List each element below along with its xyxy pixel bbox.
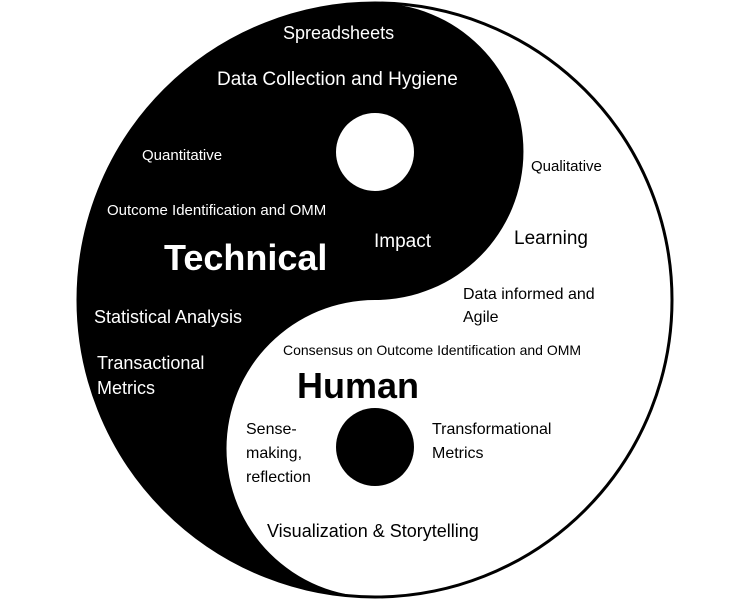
label-transactional-metrics-line1: Transactional <box>97 353 205 373</box>
technical-eye-dot <box>336 113 414 191</box>
label-sense-making-line2: making, <box>246 445 303 462</box>
label-quantitative: Quantitative <box>142 147 223 164</box>
label-impact: Impact <box>374 231 432 252</box>
label-visualization: Visualization & Storytelling <box>267 521 479 541</box>
human-title: Human <box>297 365 420 406</box>
label-learning: Learning <box>514 228 588 249</box>
label-transformational-line2: Metrics <box>432 445 484 462</box>
label-data-informed-line2: Agile <box>463 309 499 326</box>
label-outcome-identification: Outcome Identification and OMM <box>107 202 327 219</box>
label-transactional-metrics-line2: Metrics <box>97 378 155 398</box>
label-data-collection: Data Collection and Hygiene <box>217 69 458 90</box>
label-consensus: Consensus on Outcome Identification and … <box>283 342 582 358</box>
label-sense-making-line1: Sense- <box>246 421 297 438</box>
label-spreadsheets: Spreadsheets <box>283 23 395 43</box>
label-data-informed-line1: Data informed and <box>463 286 595 303</box>
label-qualitative: Qualitative <box>531 158 602 175</box>
label-sense-making-line3: reflection <box>246 469 311 486</box>
label-transformational-line1: Transformational <box>432 421 552 438</box>
label-statistical-analysis: Statistical Analysis <box>94 307 243 327</box>
human-eye-dot <box>336 408 414 486</box>
technical-title: Technical <box>164 237 328 278</box>
